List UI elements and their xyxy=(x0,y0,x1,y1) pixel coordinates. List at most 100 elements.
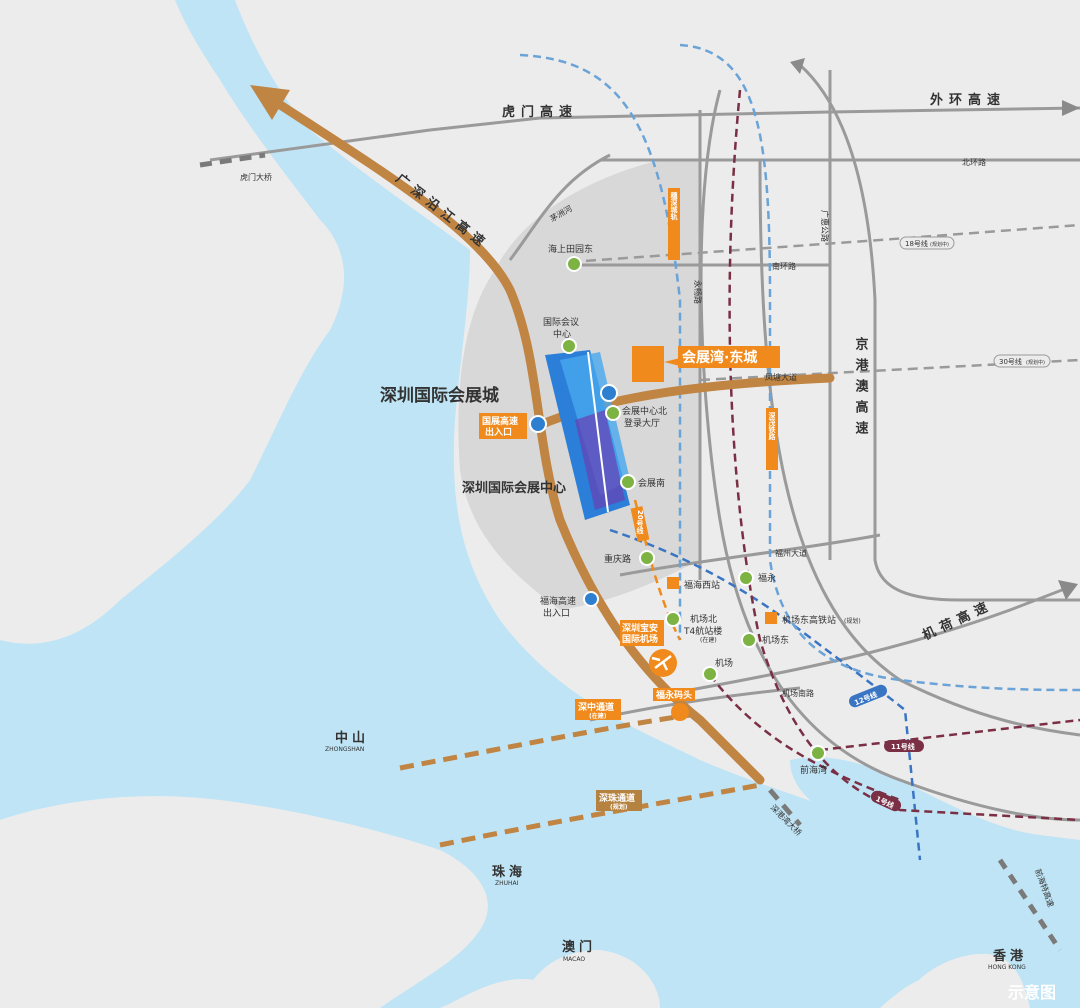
pier-label: 福永码头 xyxy=(655,689,692,701)
line-11 xyxy=(728,89,1080,822)
city-zhongshan-en: ZHONGSHAN xyxy=(325,746,364,753)
loop-east-2 xyxy=(758,159,1080,737)
station-airporteast-icon xyxy=(741,632,757,648)
fuhai-interchange-icon xyxy=(583,591,599,607)
station-fuhai-west: 福海西站 xyxy=(684,579,720,591)
shenzhen-bay-bridge xyxy=(768,788,802,827)
project-site xyxy=(632,346,664,382)
station-zhanbei-icon xyxy=(605,405,621,421)
metro-lines xyxy=(199,43,1080,952)
project-pointer xyxy=(664,358,680,366)
city-hongkong-en: HONG KONG xyxy=(988,964,1026,971)
line-20-label: 20号线 xyxy=(636,510,644,535)
fuzhou-ave xyxy=(619,533,881,577)
guomao-line-label: 穗深城轨 xyxy=(670,191,678,221)
shenzhu-tunnel xyxy=(439,782,761,848)
station-qianhai-icon xyxy=(810,745,826,761)
station-zhanbei-2: 登录大厅 xyxy=(624,417,660,429)
ne-arrow-icon xyxy=(1058,580,1078,600)
road-airport-south: 机场南路 xyxy=(782,688,814,698)
airport-highway xyxy=(689,583,1076,692)
station-guoji-1: 国际会议 xyxy=(543,316,579,328)
fuhai-entrance-2: 出入口 xyxy=(543,607,570,619)
complex-title: 深圳国际会展城 xyxy=(380,385,499,406)
fuhai-entrance-1: 福海高速 xyxy=(540,595,576,607)
station-zhannan-icon xyxy=(620,474,636,490)
line-18-note: (规划中) xyxy=(930,241,949,248)
shenzhen-bay xyxy=(790,757,1080,870)
station-haishang: 海上田园东 xyxy=(548,243,593,255)
road-north-ring: 北环路 xyxy=(962,157,986,167)
station-t4-2: (在建) xyxy=(700,636,717,644)
station-fuyong-icon xyxy=(738,570,754,586)
line-blue-b xyxy=(679,43,1080,692)
guozhan-entrance-1: 国展高速 xyxy=(482,415,518,427)
station-hsr-plan: (规划) xyxy=(844,617,861,625)
airport-label-1: 深圳宝安 xyxy=(622,622,658,634)
schematic-note: 示意图 xyxy=(1008,983,1056,1002)
city-zhongshan: 中山 xyxy=(335,730,369,746)
road-outer-ring: 外环高速 xyxy=(929,92,1006,108)
guozhan-interchange-icon xyxy=(529,415,547,433)
line-11-east xyxy=(819,718,1080,752)
shenzhu-tunnel-label: 深珠通道 xyxy=(599,792,635,804)
west-shore-land xyxy=(0,0,1030,1008)
station-airport-north: 机场北 xyxy=(690,613,717,625)
road-guanghui: 广惠公路 xyxy=(820,210,830,242)
east-arrow-icon xyxy=(1062,100,1080,116)
line-blue-a xyxy=(519,53,682,640)
road-yongchang: 永畅路 xyxy=(693,280,703,304)
station-chongqing-icon xyxy=(639,550,655,566)
station-airport-east: 机场东 xyxy=(762,634,789,646)
station-qianhai: 前海湾 xyxy=(800,764,827,776)
project-title: 会展湾·东城 xyxy=(682,349,757,366)
station-airport-icon xyxy=(702,666,718,682)
orange-tags: 会展湾·东城 国展高速 出入口 深圳宝安 国际机场 福永码头 深中通道 (在建)… xyxy=(479,188,780,811)
city-macao: 澳门 xyxy=(562,939,596,955)
road-jinggang: 京港澳高速 xyxy=(853,336,869,442)
shenzhong-tunnel xyxy=(399,712,691,771)
north-arrow-icon xyxy=(790,58,805,74)
station-airportnorth-icon xyxy=(665,611,681,627)
humen-bridge xyxy=(199,152,266,168)
road-south-ring: 南环路 xyxy=(772,261,796,271)
zhanbei-interchange-icon xyxy=(600,384,618,402)
humen-highway xyxy=(209,106,1080,162)
plane-glyph-icon xyxy=(651,655,672,671)
line-tags: 18号线 (规划中) 30号线 (规划中) 12号线 11号线 1号线 xyxy=(849,236,1051,812)
pier-icon xyxy=(671,703,689,721)
shenzhong-tunnel-note: (在建) xyxy=(589,712,607,720)
city-zhuhai: 珠海 xyxy=(492,864,526,880)
metro-stations xyxy=(561,256,826,761)
road-humen-highway: 虎门高速 xyxy=(502,104,578,120)
shenzhong-tunnel-label: 深中通道 xyxy=(578,701,614,713)
city-zhuhai-en: ZHUHAI xyxy=(495,880,519,887)
guozhan-entrance-2: 出入口 xyxy=(485,426,512,438)
northwest-arrow-icon xyxy=(250,85,290,120)
station-zhannan: 会展南 xyxy=(638,477,665,489)
dashed-se xyxy=(997,858,1063,952)
road-humen-bridge: 虎门大桥 xyxy=(240,172,272,182)
station-t4-1: T4航站楼 xyxy=(683,625,722,637)
loop-east xyxy=(699,89,1080,822)
road-fengtang: 凤塘大道 xyxy=(765,372,797,382)
station-airport: 机场 xyxy=(715,657,733,669)
shenmao-rail-label: 深茂铁路 xyxy=(768,411,777,441)
line-30-note: (规划中) xyxy=(1026,359,1045,366)
station-fuyong: 福永 xyxy=(758,572,776,584)
line-11-label: 11号线 xyxy=(891,742,915,751)
line-1 xyxy=(709,674,901,802)
coast-road xyxy=(508,153,611,261)
fuhai-west-marker-icon xyxy=(667,577,679,589)
city-hongkong: 香港 xyxy=(992,948,1027,964)
station-guoji-icon xyxy=(561,338,577,354)
center-title: 深圳国际会展中心 xyxy=(462,480,566,496)
airport-label-2: 国际机场 xyxy=(622,633,658,645)
station-airport-east-hsr: 机场东高铁站 xyxy=(782,614,836,626)
station-zhanbei-1: 会展中心北 xyxy=(622,405,667,417)
station-chongqing: 重庆路 xyxy=(604,553,631,565)
station-guoji-2: 中心 xyxy=(553,328,571,340)
